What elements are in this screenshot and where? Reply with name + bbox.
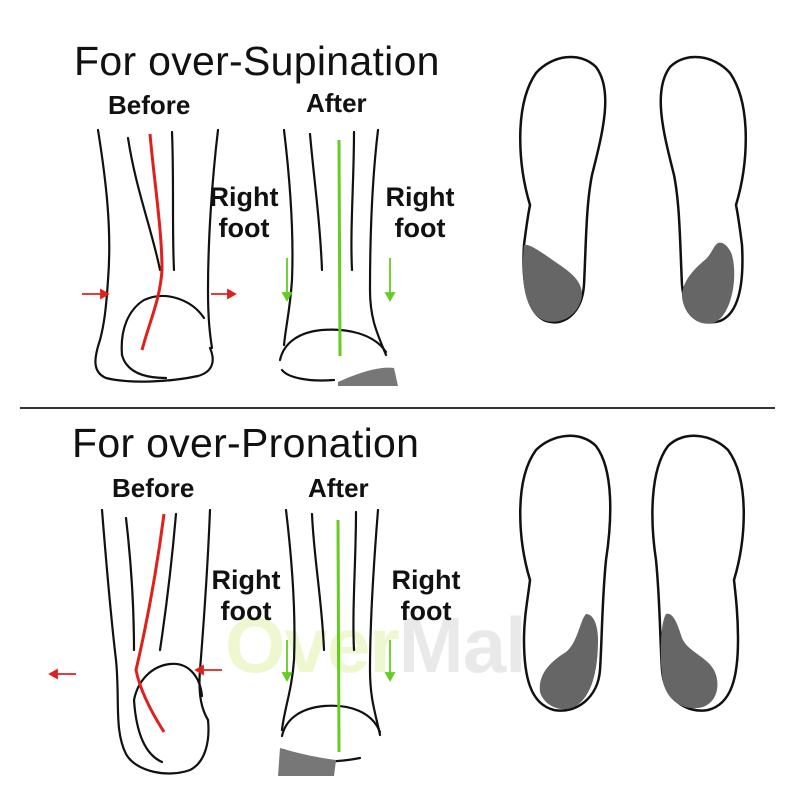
green-arrow-left bbox=[281, 640, 293, 682]
section-divider bbox=[20, 407, 775, 409]
supination-heading: For over-Supination bbox=[74, 38, 440, 84]
supination-after-label: After bbox=[306, 88, 367, 118]
pronation-insoles-drawing bbox=[519, 434, 745, 712]
foot-label-line2: foot bbox=[400, 596, 452, 626]
supination-after-leg-drawing bbox=[278, 128, 398, 386]
left-heel-pad bbox=[522, 244, 582, 322]
supination-before-foot-label: Right foot bbox=[194, 182, 294, 244]
pronation-heading: For over-Pronation bbox=[72, 420, 420, 466]
wedge-insert bbox=[338, 367, 398, 386]
leg-outline bbox=[100, 508, 212, 775]
foot-label-line1: Right bbox=[385, 182, 455, 212]
pronation-panel: For over-Pronation Before After Right fo… bbox=[0, 410, 800, 810]
pronation-after-foot-label: Right foot bbox=[376, 565, 476, 627]
pronation-before-leg-drawing bbox=[48, 508, 222, 775]
leg-outline bbox=[280, 508, 382, 763]
right-heel-pad bbox=[660, 613, 718, 709]
green-arrow-right bbox=[384, 640, 396, 682]
watermark-part2: Mall bbox=[398, 601, 548, 689]
red-arrow-left bbox=[48, 668, 76, 680]
supination-insoles-drawing bbox=[519, 55, 747, 324]
foot-label-line1: Right bbox=[211, 565, 281, 595]
supination-after-foot-label: Right foot bbox=[370, 182, 470, 244]
foot-label-line2: foot bbox=[218, 213, 270, 243]
red-arrow-left bbox=[82, 288, 110, 300]
pronation-after-leg-drawing bbox=[278, 508, 396, 776]
pronation-before-foot-label: Right foot bbox=[196, 565, 296, 627]
leg-outline bbox=[278, 128, 388, 382]
green-alignment-line bbox=[337, 139, 342, 357]
green-arrow-left bbox=[281, 258, 293, 302]
red-alignment-line bbox=[140, 133, 164, 351]
green-arrow-right bbox=[384, 258, 396, 302]
foot-label-line2: foot bbox=[394, 213, 446, 243]
pronation-after-label: After bbox=[308, 473, 369, 503]
foot-label-line1: Right bbox=[209, 182, 279, 212]
right-heel-pad bbox=[682, 242, 735, 324]
foot-label-line1: Right bbox=[391, 565, 461, 595]
foot-label-line2: foot bbox=[220, 596, 272, 626]
wedge-insert bbox=[278, 748, 336, 776]
red-arrow-right bbox=[211, 288, 237, 300]
leg-outline bbox=[94, 128, 220, 383]
green-alignment-line bbox=[336, 519, 341, 753]
red-arrow-right bbox=[194, 664, 222, 676]
left-heel-pad bbox=[539, 614, 598, 710]
red-alignment-line bbox=[134, 513, 166, 733]
pronation-before-label: Before bbox=[112, 473, 195, 503]
supination-before-label: Before bbox=[108, 90, 191, 120]
supination-before-leg-drawing bbox=[82, 128, 237, 383]
supination-panel: For over-Supination Before After Right f… bbox=[0, 0, 800, 400]
